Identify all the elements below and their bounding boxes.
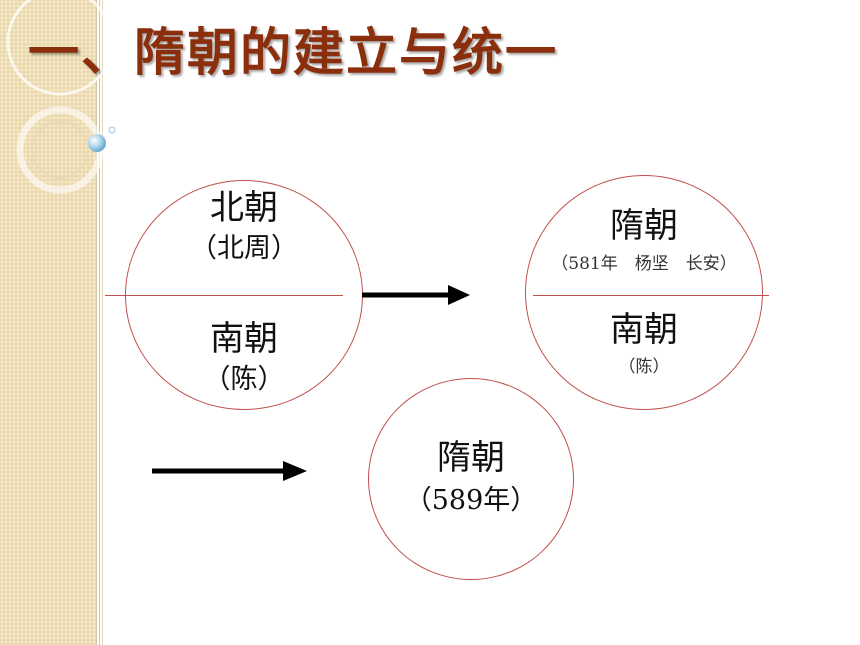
decorative-rings (6, 0, 116, 194)
south-dynasty-sub: （陈） (203, 364, 285, 395)
circle-sui-and-chen (525, 175, 763, 410)
unification-year: （589年） (404, 485, 538, 516)
chen-dynasty-label: 南朝 (610, 310, 678, 350)
south-dynasty-label: 南朝 (210, 319, 278, 359)
arrow-right-icon (152, 461, 307, 481)
strip-border-line (99, 0, 100, 645)
strip-border-line (102, 0, 103, 645)
deco-bead-small (108, 126, 116, 134)
slide-title: 一、隋朝的建立与统一 (28, 24, 559, 83)
left-decorative-strip (0, 0, 96, 645)
circle-north-south-divider (105, 295, 343, 296)
arrow-right-icon (362, 285, 470, 305)
unified-sui-label: 隋朝 (437, 438, 505, 478)
north-dynasty-label: 北朝 (210, 188, 278, 228)
chen-dynasty-sub: （陈） (618, 357, 670, 377)
circle-sui-and-chen-divider (533, 295, 769, 296)
north-dynasty-sub: （北周） (190, 233, 298, 264)
deco-ring-large (6, 0, 114, 96)
sui-dynasty-label: 隋朝 (610, 206, 678, 246)
strip-border-line (96, 0, 97, 645)
sui-founding-details: （581年 杨坚 长安） (551, 254, 737, 274)
deco-ring-thin (31, 121, 89, 179)
deco-bead (88, 134, 106, 152)
circle-unified-sui (368, 378, 574, 580)
